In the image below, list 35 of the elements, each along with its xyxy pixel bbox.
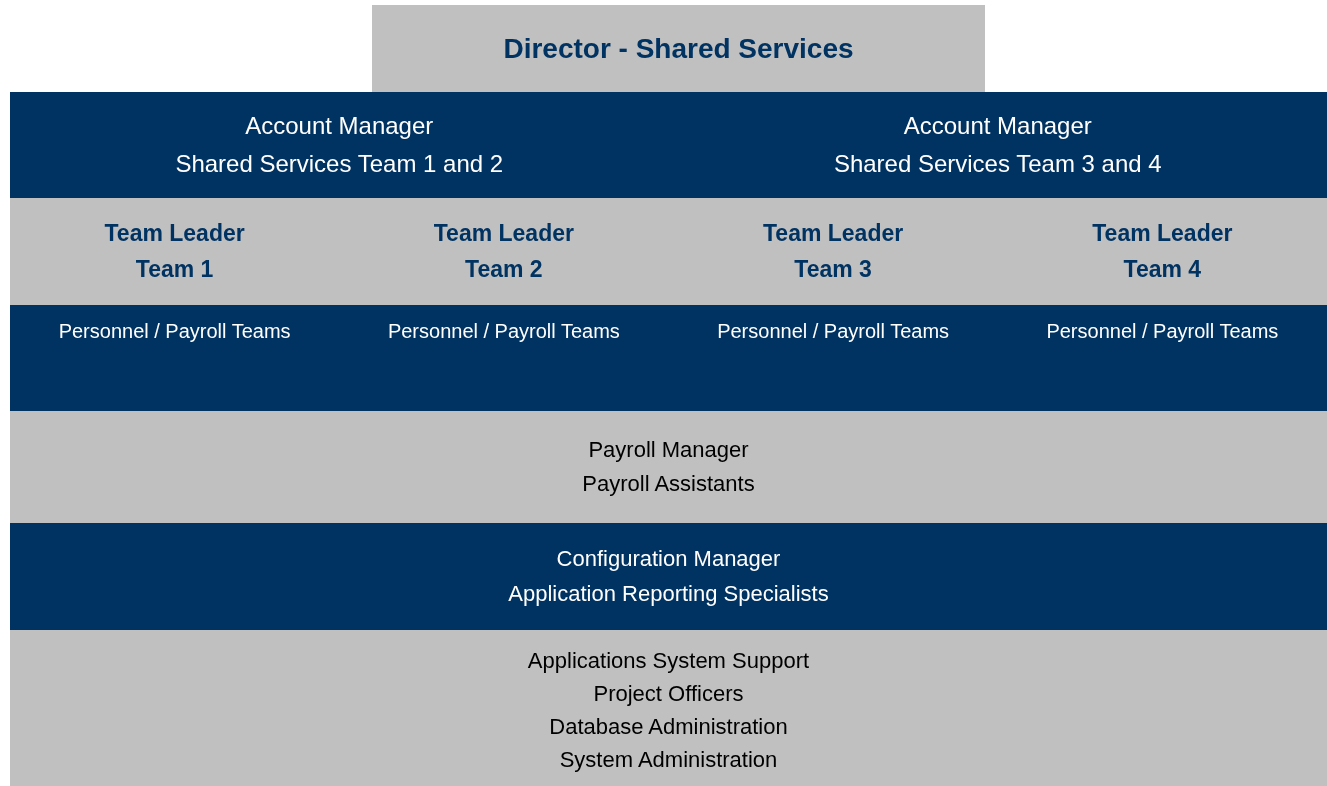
- role-title: Team Leader: [763, 218, 904, 248]
- org-band: [10, 523, 1327, 630]
- role-text: Shared Services Team 3 and 4: [833, 149, 1162, 179]
- role-title: Applications System Support: [527, 647, 810, 675]
- title-band: [372, 5, 985, 92]
- role-title: Account Manager: [245, 110, 434, 141]
- role-text: Team 1: [135, 254, 214, 284]
- org-band: [10, 305, 340, 411]
- role-title: Payroll Manager: [588, 435, 749, 464]
- role-title: Team Leader: [1092, 218, 1233, 248]
- role-text: Personnel / Payroll Teams: [717, 319, 950, 344]
- org-band: [10, 630, 1327, 786]
- org-band: [10, 198, 340, 305]
- org-band: [10, 92, 669, 198]
- role-text: Personnel / Payroll Teams: [1046, 319, 1279, 344]
- role-text: Shared Services Team 1 and 2: [175, 149, 504, 179]
- role-text: Director - Shared Services: [503, 31, 854, 66]
- role-text: Application Reporting Specialists: [508, 579, 829, 608]
- role-title: Team Leader: [104, 218, 245, 248]
- role-text: Project Officers: [593, 680, 744, 708]
- role-text: Team 3: [794, 254, 872, 284]
- org-band: [668, 92, 1327, 198]
- role-title: Team Leader: [433, 218, 574, 248]
- role-text: System Administration: [559, 746, 778, 774]
- role-text: Database Administration: [549, 713, 788, 741]
- org-band: [10, 411, 1327, 523]
- role-title: Configuration Manager: [556, 545, 781, 574]
- role-text: Personnel / Payroll Teams: [387, 319, 620, 344]
- role-text: Personnel / Payroll Teams: [58, 319, 291, 344]
- org-band: [997, 305, 1327, 411]
- role-title: Account Manager: [903, 110, 1092, 141]
- role-text: Team 4: [1123, 254, 1202, 284]
- role-text: Payroll Assistants: [582, 470, 755, 498]
- org-band: [997, 198, 1327, 305]
- role-text: Team 2: [465, 254, 543, 284]
